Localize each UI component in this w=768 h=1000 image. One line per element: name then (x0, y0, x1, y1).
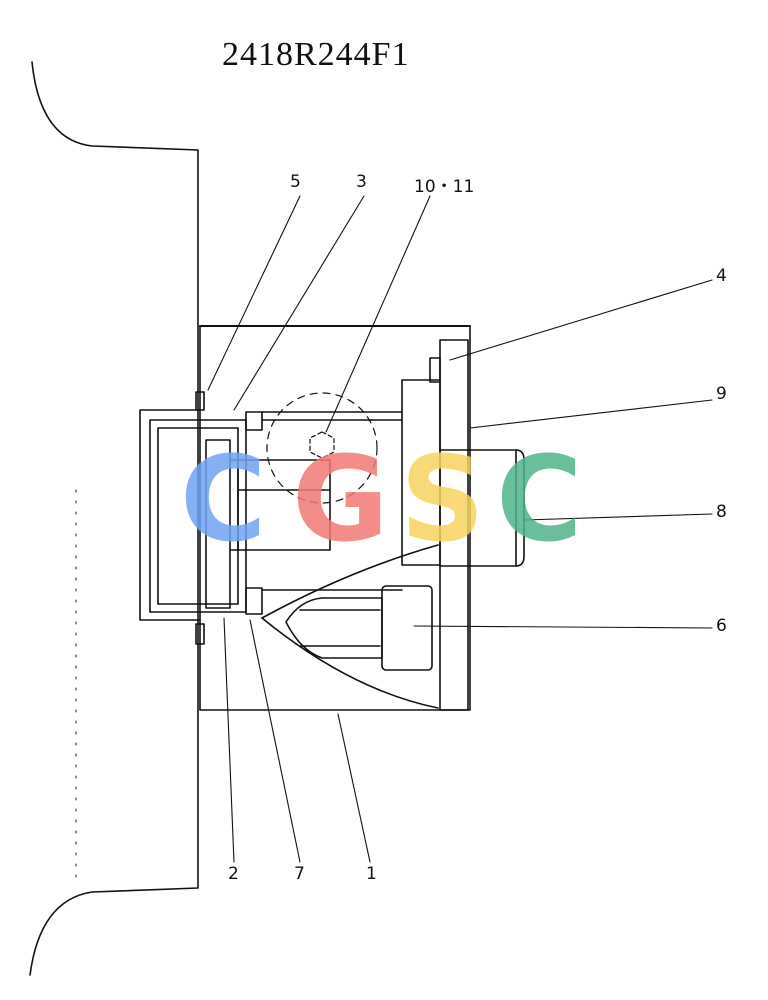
callout-7: 7 (294, 864, 305, 884)
watermark-letter: S (400, 430, 485, 568)
cup (139, 409, 201, 621)
frame-outline (29, 61, 199, 976)
callout-2: 2 (228, 864, 239, 884)
pin (439, 449, 525, 567)
callout-1: 1 (366, 864, 377, 884)
callout-9: 9 (716, 384, 727, 404)
watermark-letter: G (292, 430, 389, 568)
part-number-title: 2418R244F1 (222, 36, 410, 73)
callout-5: 5 (290, 172, 301, 192)
callout-3: 3 (356, 172, 367, 192)
callout-8: 8 (716, 502, 727, 522)
callout-4: 4 (716, 266, 727, 286)
callout-10-11: 10・11 (414, 177, 475, 197)
watermark-letter: C (496, 430, 583, 568)
bolt (285, 597, 383, 659)
callout-6: 6 (716, 616, 727, 636)
watermark-letter: C (180, 430, 267, 568)
